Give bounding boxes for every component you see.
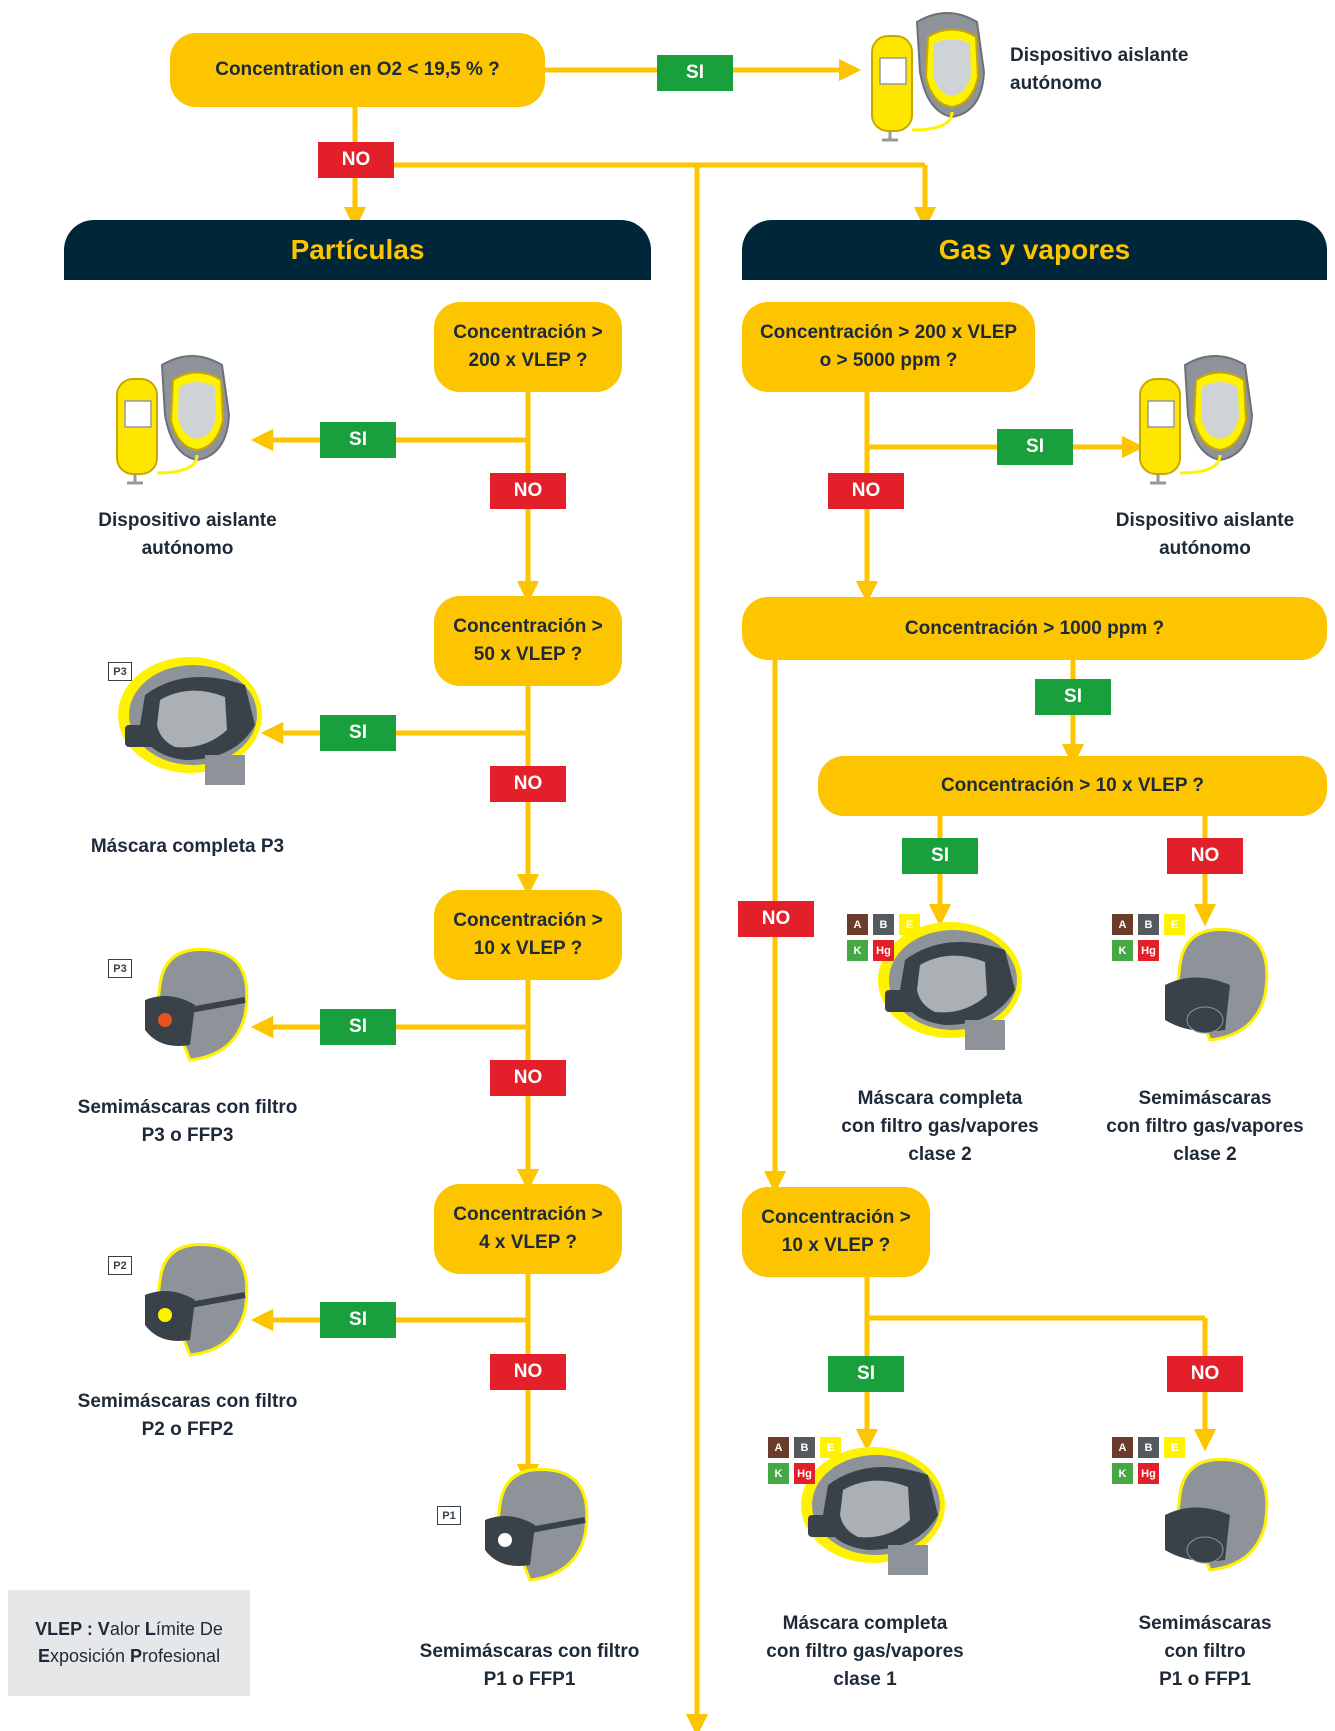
- decision-p-200: Concentración > 200 x VLEP ?: [434, 302, 622, 392]
- result-full-mask-p3: Máscara completa P3: [90, 836, 285, 857]
- result-half-p1: Semimáscaras con filtro P1 o FFP1: [419, 1641, 640, 1690]
- filter-k: K: [1112, 1463, 1133, 1484]
- tag-si: SI: [997, 429, 1073, 465]
- tag-no: NO: [1167, 1356, 1243, 1392]
- tag-no: NO: [738, 901, 814, 937]
- decision-g-10-b: Concentración > 10 x VLEP ?: [742, 1187, 930, 1277]
- result-half-p3: Semimáscaras con filtro P3 o FFP3: [77, 1097, 298, 1146]
- tag-no: NO: [490, 1354, 566, 1390]
- tag-si: SI: [1035, 679, 1111, 715]
- breathing-apparatus-icon: [871, 12, 986, 142]
- breathing-apparatus-icon: [116, 355, 231, 485]
- p1-badge: P1: [437, 1506, 461, 1525]
- filter-e: E: [1164, 1437, 1185, 1458]
- breathing-apparatus-icon: [1139, 355, 1254, 485]
- header-gas: Gas y vapores: [742, 220, 1327, 280]
- decision-o2: Concentration en O2 < 19,5 % ?: [170, 33, 545, 107]
- p2-badge: P2: [108, 1256, 132, 1275]
- tag-si: SI: [657, 55, 733, 91]
- decision-g-200: Concentración > 200 x VLEP o > 5000 ppm …: [742, 302, 1035, 392]
- tag-si: SI: [828, 1356, 904, 1392]
- half-mask-icon: [485, 1467, 589, 1582]
- p3-badge: P3: [108, 662, 132, 681]
- header-particulas: Partículas: [64, 220, 651, 280]
- decision-g-1000ppm: Concentración > 1000 ppm ?: [742, 597, 1327, 660]
- decision-p-4: Concentración > 4 x VLEP ?: [434, 1184, 622, 1274]
- half-mask-icon: [145, 947, 249, 1062]
- filter-hg: Hg: [873, 940, 894, 961]
- filter-a: A: [768, 1437, 789, 1458]
- tag-si: SI: [320, 1302, 396, 1338]
- full-face-mask-icon: [878, 922, 1022, 1050]
- filter-b: B: [1138, 914, 1159, 935]
- filter-e: E: [1164, 914, 1185, 935]
- result-half-gas-2: Semimáscaras con filtro gas/vapores clas…: [1106, 1088, 1304, 1165]
- half-mask-icon: [145, 1242, 249, 1357]
- result-half-p1-ffp1: Semimáscaras con filtro P1 o FFP1: [1138, 1613, 1272, 1690]
- legend-bold: L: [144, 1619, 156, 1639]
- filter-k: K: [847, 940, 868, 961]
- filter-k: K: [1112, 940, 1133, 961]
- result-full-gas-2: Máscara completa con filtro gas/vapores …: [841, 1088, 1039, 1165]
- tag-no: NO: [318, 142, 394, 178]
- legend-text: xposición: [49, 1646, 130, 1666]
- filter-b: B: [1138, 1437, 1159, 1458]
- p3-badge: P3: [108, 959, 132, 978]
- tag-no: NO: [1167, 838, 1243, 874]
- filter-hg: Hg: [1138, 940, 1159, 961]
- legend-text: alor: [109, 1619, 145, 1639]
- result-scba: Dispositivo aislante autónomo: [98, 510, 277, 559]
- filter-k: K: [768, 1463, 789, 1484]
- result-scba: Dispositivo aislante autónomo: [1010, 45, 1189, 94]
- tag-si: SI: [902, 838, 978, 874]
- filter-b: B: [873, 914, 894, 935]
- result-half-p2: Semimáscaras con filtro P2 o FFP2: [77, 1391, 298, 1440]
- decision-p-10: Concentración > 10 x VLEP ?: [434, 890, 622, 980]
- legend-bold: P: [130, 1646, 143, 1666]
- filter-a: A: [1112, 914, 1133, 935]
- filter-a: A: [847, 914, 868, 935]
- full-face-mask-icon: [118, 657, 262, 785]
- legend-bold: VLEP : V: [35, 1619, 110, 1639]
- result-full-gas-1: Máscara completa con filtro gas/vapores …: [766, 1613, 964, 1690]
- half-mask-cartridge-icon: [1165, 1457, 1269, 1572]
- tag-no: NO: [828, 473, 904, 509]
- filter-b: B: [794, 1437, 815, 1458]
- tag-no: NO: [490, 766, 566, 802]
- legend-bold: E: [37, 1646, 50, 1666]
- full-face-mask-icon: [801, 1447, 945, 1575]
- tag-si: SI: [320, 715, 396, 751]
- tag-si: SI: [320, 422, 396, 458]
- filter-a: A: [1112, 1437, 1133, 1458]
- filter-e: E: [899, 914, 920, 935]
- decision-p-50: Concentración > 50 x VLEP ?: [434, 596, 622, 686]
- result-scba: Dispositivo aislante autónomo: [1115, 510, 1295, 559]
- filter-hg: Hg: [794, 1463, 815, 1484]
- tag-si: SI: [320, 1009, 396, 1045]
- filter-hg: Hg: [1138, 1463, 1159, 1484]
- legend-text: rofesional: [142, 1646, 221, 1666]
- tag-no: NO: [490, 1060, 566, 1096]
- tag-no: NO: [490, 473, 566, 509]
- legend-vlep: VLEP : Valor Límite De Exposición Profes…: [8, 1590, 250, 1696]
- half-mask-cartridge-icon: [1165, 927, 1269, 1042]
- filter-e: E: [820, 1437, 841, 1458]
- decision-g-10-a: Concentración > 10 x VLEP ?: [818, 756, 1327, 816]
- legend-text: ímite De: [155, 1619, 223, 1639]
